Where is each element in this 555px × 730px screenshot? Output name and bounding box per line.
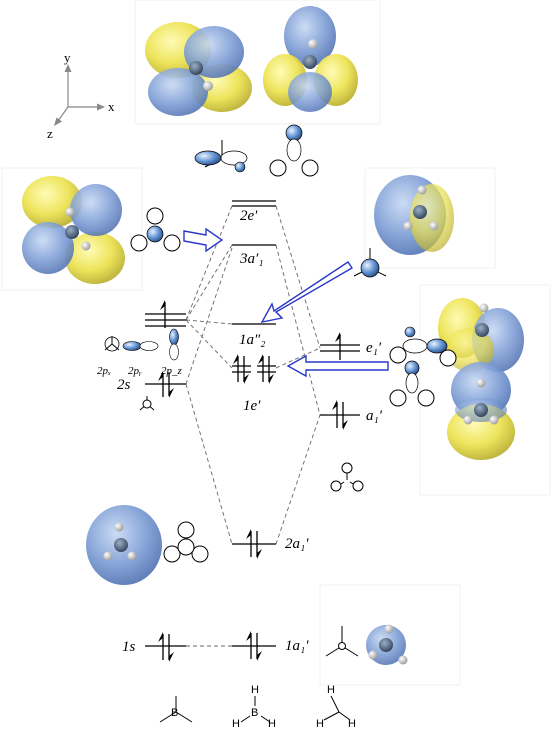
label-a1: a₁′ <box>366 408 383 424</box>
arrow-to-3a1 <box>183 227 224 253</box>
schematic-1a1 <box>325 626 359 657</box>
molecule-bh3: H B H H <box>232 684 276 730</box>
label-2a1: 2a₁′ <box>285 536 309 552</box>
orbital-render-1a1 <box>366 624 408 665</box>
label-2px: 2pₓ <box>97 365 111 377</box>
x-axis-label: x <box>108 99 115 114</box>
arrow-to-1a2 <box>260 261 353 323</box>
atom-h-right-2: H <box>348 718 356 730</box>
label-2py: 2pᵧ <box>128 365 142 377</box>
label-3a1: 3a′₁ <box>239 251 264 267</box>
s2-schematic <box>139 396 155 411</box>
orbital-render-e-prime-2 <box>447 362 515 460</box>
label-2s: 2s <box>117 377 131 393</box>
schematic-a2 <box>353 248 387 278</box>
atom-h-left-2: H <box>316 718 324 730</box>
atom-h-top: H <box>251 684 259 696</box>
mo-levels <box>232 200 276 647</box>
z-axis-label: z <box>47 126 53 141</box>
label-1a2: 1a″₂ <box>239 332 265 348</box>
coordinate-axes: y x z <box>47 50 115 141</box>
schematic-e1-b <box>389 360 435 407</box>
arrow-to-1e <box>286 354 389 378</box>
orbital-render-a2 <box>374 175 454 255</box>
schematic-3a1 <box>130 207 181 252</box>
atomic-levels <box>145 313 186 647</box>
orbital-render-2e-a <box>145 22 252 116</box>
schematic-2e-a <box>194 140 248 173</box>
schematic-e1-a <box>389 326 457 367</box>
atom-h-right: H <box>268 718 276 730</box>
orbital-render-2a1 <box>86 505 162 585</box>
label-2e: 2e′ <box>240 208 258 224</box>
schematic-2e-b <box>269 124 319 177</box>
orbital-render-2e-b <box>263 6 358 112</box>
atom-h-left: H <box>232 718 240 730</box>
label-e1: e₁′ <box>366 340 382 356</box>
atom-b-1: B <box>171 707 178 719</box>
label-1e: 1e′ <box>243 398 261 414</box>
orbital-render-e-prime-1 <box>438 298 524 372</box>
label-1s: 1s <box>122 639 136 655</box>
atom-b-2: B <box>251 707 258 719</box>
pointer-arrows <box>183 227 389 378</box>
label-1a1: 1a₁′ <box>285 638 309 654</box>
electron-arrows <box>158 300 348 662</box>
atom-h-top-2: H <box>327 684 335 696</box>
schematic-2a1 <box>163 521 209 563</box>
orbital-render-3a1 <box>22 176 125 284</box>
schematic-a1 <box>330 462 364 492</box>
label-2pz: 2p_z <box>161 365 183 377</box>
render-frames <box>1 0 551 686</box>
molecule-ch3: H H H <box>316 684 356 730</box>
y-axis-label: y <box>64 50 71 65</box>
p-orbital-schematics <box>104 328 179 361</box>
correlation-lines <box>185 205 321 647</box>
molecule-bh3-trigonal: B <box>159 696 193 723</box>
